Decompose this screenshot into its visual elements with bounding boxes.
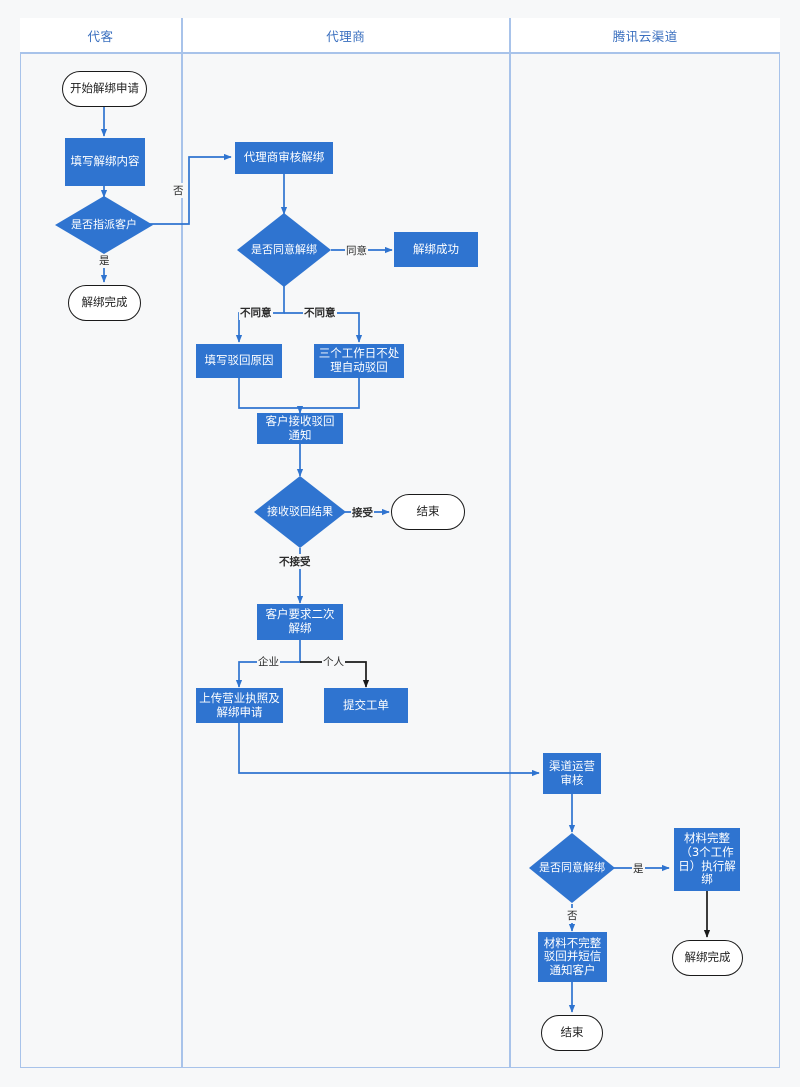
node-materials-incomplete-reject-sms[interactable]: 材料不完整驳回并短信通知客户 <box>538 932 607 982</box>
edge-label-individual: 个人 <box>322 654 345 669</box>
node-unbind-success[interactable]: 解绑成功 <box>394 232 478 267</box>
lane-header-rule <box>20 52 780 54</box>
lane-divider-2 <box>509 18 511 1068</box>
node-start-unbind-application[interactable]: 开始解绑申请 <box>62 71 147 107</box>
edge-label-not-accept: 不接受 <box>278 554 312 569</box>
node-channel-operation-review[interactable]: 渠道运营审核 <box>543 753 601 794</box>
node-unbind-finished-tencent[interactable]: 解绑完成 <box>672 940 743 976</box>
node-agree-unbind-decision-label: 是否同意解绑 <box>251 242 317 256</box>
node-customer-request-second-unbind[interactable]: 客户要求二次解绑 <box>257 604 343 640</box>
edge-label-accept: 接受 <box>351 505 374 520</box>
edge-label-disagree-right: 不同意 <box>303 305 337 320</box>
node-fill-unbind-content[interactable]: 填写解绑内容 <box>65 138 145 186</box>
lane-header-customer: 代客 <box>20 18 181 52</box>
edge-label-agree: 同意 <box>345 243 368 258</box>
node-upload-license-and-application[interactable]: 上传营业执照及解绑申请 <box>196 688 283 723</box>
node-end-tencent[interactable]: 结束 <box>541 1015 603 1051</box>
edge-label-tencent-no: 否 <box>566 908 579 923</box>
lane-header-tencent: 腾讯云渠道 <box>510 18 780 52</box>
node-unbind-finished-customer[interactable]: 解绑完成 <box>68 285 141 321</box>
node-receive-reject-result-decision[interactable]: 接收驳回结果 <box>254 476 346 548</box>
edge-label-enterprise: 企业 <box>257 654 280 669</box>
node-receive-reject-result-decision-label: 接收驳回结果 <box>267 504 333 518</box>
lane-divider-1 <box>181 18 183 1068</box>
node-agent-review-unbind[interactable]: 代理商审核解绑 <box>235 142 333 174</box>
edge-label-disagree-left: 不同意 <box>239 305 273 320</box>
lane-header-agent: 代理商 <box>182 18 509 52</box>
node-customer-receives-reject-notice[interactable]: 客户接收驳回通知 <box>257 413 343 444</box>
node-fill-reject-reason[interactable]: 填写驳回原因 <box>196 344 282 378</box>
node-agree-unbind-decision-tencent[interactable]: 是否同意解绑 <box>529 833 615 903</box>
node-agree-unbind-decision-tencent-label: 是否同意解绑 <box>539 860 605 874</box>
node-assign-customer-decision-label: 是否指派客户 <box>71 217 137 231</box>
node-auto-reject-three-days[interactable]: 三个工作日不处理自动驳回 <box>314 344 404 378</box>
node-agree-unbind-decision[interactable]: 是否同意解绑 <box>237 213 331 287</box>
node-submit-ticket[interactable]: 提交工单 <box>324 688 408 723</box>
edge-label-assign-yes: 是 <box>98 253 111 268</box>
edge-label-tencent-yes: 是 <box>632 861 645 876</box>
node-assign-customer-decision[interactable]: 是否指派客户 <box>55 196 153 254</box>
node-materials-complete-execute-unbind[interactable]: 材料完整（3个工作日）执行解绑 <box>674 828 740 891</box>
node-end-agent[interactable]: 结束 <box>391 494 465 530</box>
edge-label-assign-no: 否 <box>172 183 185 198</box>
